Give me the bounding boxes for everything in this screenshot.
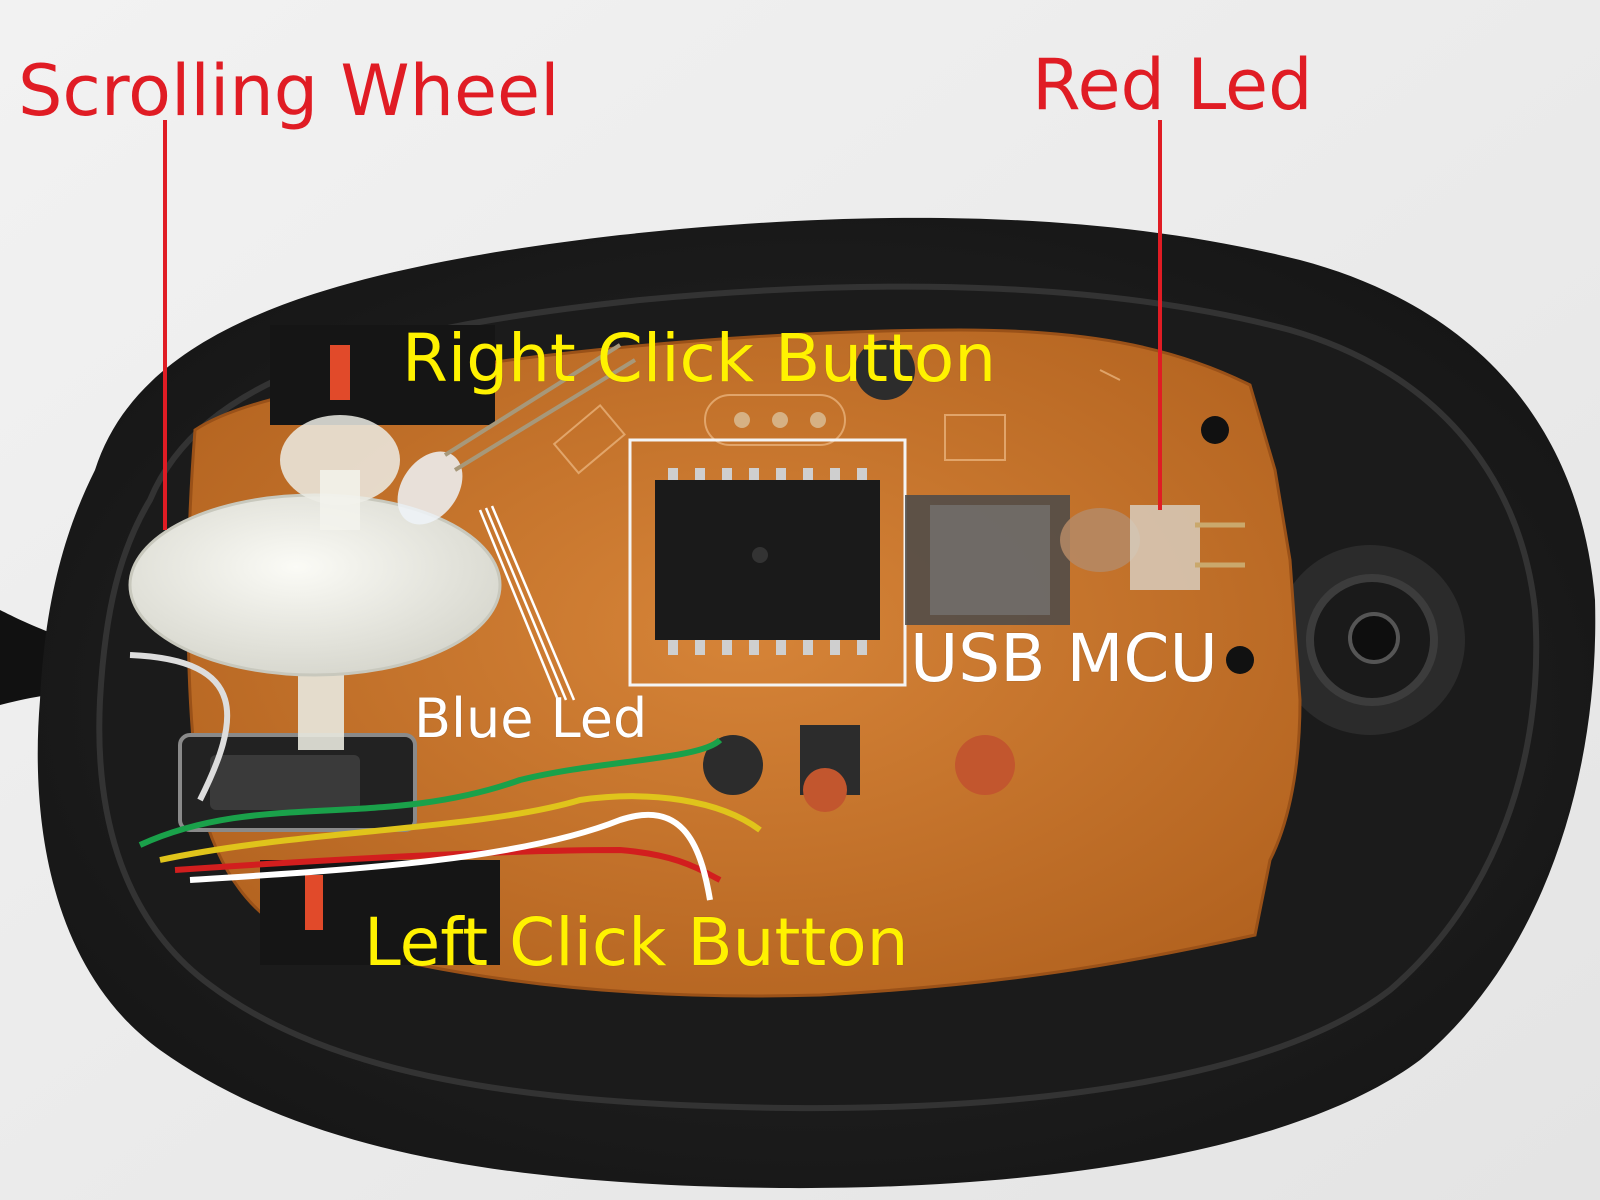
cable-wires (129, 652, 762, 901)
left-click-switch (260, 860, 500, 965)
label-left-click-button: Left Click Button (364, 904, 909, 981)
red-led-body (1060, 505, 1245, 590)
right-click-switch (270, 325, 495, 425)
mcu-pins-top (668, 468, 867, 486)
capacitor (855, 340, 915, 400)
label-red-led: Red Led (1032, 44, 1313, 126)
label-right-click-button: Right Click Button (402, 320, 997, 397)
blueled-callout-lines (478, 505, 576, 701)
label-blue-led: Blue Led (414, 687, 648, 750)
blue-led-body (397, 343, 637, 525)
scroll-wheel (128, 493, 502, 677)
label-usb-mcu: USB MCU (910, 620, 1218, 697)
mcu-pins-bottom (668, 635, 867, 655)
label-scrolling-wheel: Scrolling Wheel (18, 50, 560, 132)
mcu-chip (655, 480, 880, 640)
